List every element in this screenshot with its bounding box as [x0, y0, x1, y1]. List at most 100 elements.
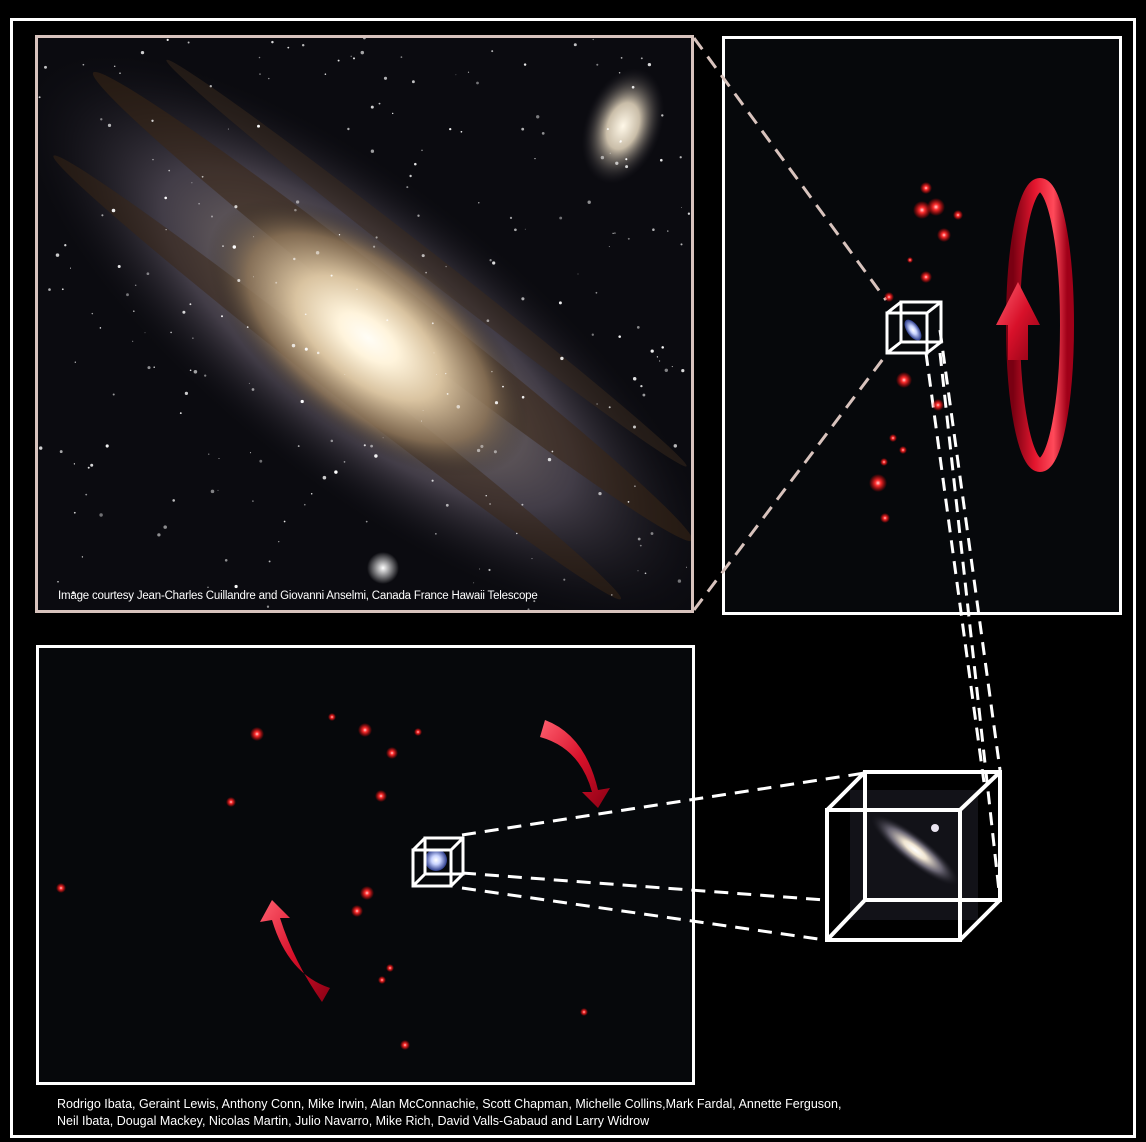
star	[182, 310, 186, 314]
star	[132, 340, 134, 342]
star	[400, 56, 403, 58]
star	[301, 43, 305, 47]
star	[485, 495, 487, 497]
star	[107, 123, 112, 128]
star	[491, 370, 493, 373]
star	[234, 584, 238, 589]
star	[639, 544, 642, 547]
star	[370, 444, 373, 448]
star	[363, 38, 366, 40]
star	[218, 458, 220, 459]
star	[316, 351, 320, 355]
star	[140, 50, 145, 55]
star	[324, 73, 327, 75]
star	[99, 513, 103, 517]
star	[338, 234, 341, 236]
star	[614, 232, 616, 234]
star	[598, 491, 602, 496]
star	[126, 293, 129, 297]
star	[661, 346, 664, 349]
star	[449, 127, 452, 131]
star	[619, 140, 622, 143]
star	[99, 327, 102, 329]
star	[144, 332, 146, 334]
star	[184, 391, 189, 396]
star	[480, 444, 484, 448]
star	[259, 73, 261, 75]
star	[157, 533, 161, 537]
star	[370, 149, 375, 153]
star	[521, 297, 525, 301]
star	[476, 448, 481, 453]
star	[502, 385, 504, 388]
star	[551, 450, 554, 453]
star	[577, 273, 579, 275]
star	[558, 301, 562, 305]
star	[134, 284, 137, 287]
star	[445, 372, 447, 375]
star	[210, 489, 215, 494]
star	[673, 444, 678, 448]
star	[521, 127, 525, 131]
star	[636, 326, 640, 329]
star	[189, 369, 192, 372]
star	[531, 558, 533, 560]
star	[119, 72, 121, 75]
star	[650, 349, 654, 353]
star	[227, 128, 229, 130]
star	[163, 525, 167, 529]
star	[479, 568, 481, 570]
star	[38, 96, 41, 99]
star	[252, 276, 255, 278]
star	[523, 63, 527, 66]
star	[146, 272, 150, 276]
star	[73, 463, 76, 465]
star	[259, 459, 263, 463]
star	[661, 114, 664, 117]
star	[271, 40, 274, 44]
star	[71, 591, 75, 595]
star	[414, 162, 417, 166]
star	[631, 85, 635, 89]
star	[664, 368, 668, 372]
star	[446, 392, 449, 395]
star	[44, 65, 47, 69]
star	[435, 533, 437, 535]
star	[59, 450, 63, 454]
star	[373, 245, 376, 248]
star	[409, 174, 412, 178]
satellite-plane-edge-on-panel	[722, 36, 1122, 615]
star	[151, 119, 154, 122]
star	[232, 245, 237, 249]
star	[353, 57, 355, 60]
star	[291, 343, 296, 348]
star	[573, 43, 577, 47]
star	[211, 215, 213, 218]
star	[652, 228, 655, 231]
outer-frame	[10, 18, 1136, 1138]
star	[101, 214, 104, 217]
star	[627, 501, 630, 503]
star	[650, 532, 654, 535]
star	[347, 127, 350, 131]
star	[608, 246, 610, 248]
star	[656, 356, 659, 358]
star	[425, 271, 427, 274]
star	[165, 229, 167, 231]
star	[191, 182, 193, 184]
star	[208, 453, 210, 455]
star	[209, 85, 212, 88]
star	[467, 71, 470, 73]
star	[117, 265, 121, 268]
star	[411, 80, 415, 84]
star	[422, 410, 424, 411]
star	[55, 253, 60, 257]
star	[374, 454, 378, 458]
star	[681, 368, 685, 373]
star	[74, 361, 76, 363]
star	[521, 395, 525, 399]
star	[293, 257, 296, 261]
star	[81, 556, 84, 558]
star	[360, 50, 365, 55]
star	[455, 74, 457, 76]
